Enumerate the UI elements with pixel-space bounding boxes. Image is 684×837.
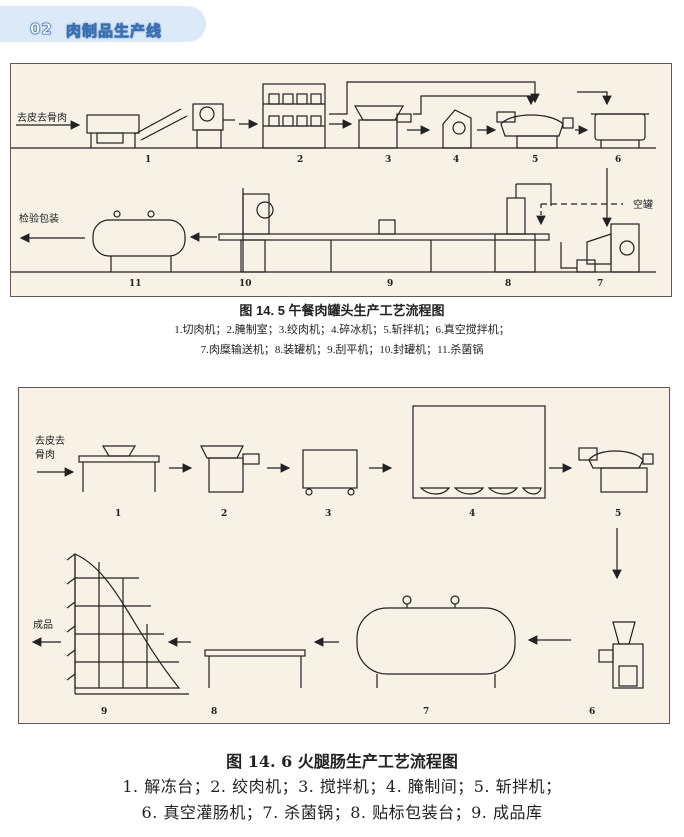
fig1-num-7: 7 (597, 279, 603, 289)
section-tab: 02 肉制品生产线 (0, 6, 206, 42)
curing-room-icon (262, 83, 326, 149)
section-number: 02 (30, 20, 53, 39)
fig2-num-6: 6 (589, 707, 595, 717)
curing-room-icon (412, 405, 546, 499)
figure-2-caption: 图 14. 6 火腿肠生产工艺流程图 (226, 752, 458, 771)
figure-1-panel: 去皮去骨肉 检验包装 空罐 1 2 3 4 5 6 7 8 9 10 11 (10, 63, 672, 297)
filler-icon (494, 183, 552, 273)
fig1-output-label: 检验包装 (19, 212, 59, 225)
grinder-icon (353, 105, 412, 149)
fig2-output-label: 成品 (33, 619, 53, 631)
fig2-num-9: 9 (101, 707, 107, 717)
chopper-icon (578, 447, 654, 493)
figure-2-legend-line-1: 1. 解冻台；2. 绞肉机；3. 搅拌机；4. 腌制间；5. 斩拌机； (122, 777, 562, 796)
vacuum-filler-icon (598, 621, 644, 689)
chopper-icon (496, 111, 574, 149)
fig1-num-4: 4 (453, 155, 459, 165)
fig1-side-label: 空罐 (633, 198, 653, 211)
fig2-num-5: 5 (615, 509, 621, 519)
fig2-num-2: 2 (221, 509, 227, 519)
fig1-input-label: 去皮去骨肉 (17, 111, 67, 124)
fig1-num-5: 5 (532, 155, 538, 165)
fig1-num-9: 9 (387, 279, 393, 289)
packing-table-icon (204, 649, 306, 688)
sealer-icon (240, 188, 274, 273)
mixer-icon (302, 449, 358, 496)
fig2-num-7: 7 (423, 707, 429, 717)
figure-1-legend-line-1: 1.切肉机；2.腌制室；3.绞肉机；4.碎冰机；5.斩拌机；6.真空搅拌机； (174, 324, 510, 336)
fig2-input-label-line-1: 去皮去 (35, 434, 65, 447)
conveyor-table (218, 233, 550, 241)
fig2-num-8: 8 (211, 707, 217, 717)
fig1-num-11: 11 (129, 279, 142, 289)
figure-1-legend-line-2: 7.肉糜输送机；8.装罐机；9.刮平机；10.封罐机；11.杀菌锅 (200, 344, 484, 356)
ice-crusher-icon (442, 109, 472, 149)
fig1-num-10: 10 (239, 279, 252, 289)
fig1-num-1: 1 (145, 155, 151, 165)
fig2-input-label-line-2: 骨肉 (35, 448, 55, 461)
mince-pump-icon (576, 223, 640, 273)
retort-icon (92, 210, 186, 272)
figure-1-caption: 图 14. 5 午餐肉罐头生产工艺流程图 (239, 303, 445, 318)
figure-2-diagram: 去皮去 骨肉 成品 1 2 3 4 5 6 7 8 9 (31, 405, 654, 717)
sterilizer-icon (356, 595, 516, 688)
fig2-num-4: 4 (469, 509, 475, 519)
fig1-num-3: 3 (385, 155, 391, 165)
meat-grinder-icon (200, 445, 260, 493)
scraper-icon (378, 219, 396, 235)
vacuum-mixer-icon (591, 113, 649, 148)
figure-1-diagram: 去皮去骨肉 检验包装 空罐 1 2 3 4 5 6 7 8 9 10 11 (11, 81, 656, 289)
fig2-num-3: 3 (325, 509, 331, 519)
section-title: 肉制品生产线 (66, 22, 163, 41)
figure-2-legend-line-2: 6. 真空灌肠机；7. 杀菌锅；8. 贴标包装台；9. 成品库 (141, 803, 543, 822)
warehouse-icon (66, 553, 189, 695)
fig2-num-1: 1 (115, 509, 121, 519)
fig1-num-8: 8 (505, 279, 511, 289)
fig1-num-6: 6 (615, 155, 621, 165)
cutting-machine-icon (86, 103, 235, 149)
fig1-num-2: 2 (297, 155, 303, 165)
thawing-table-icon (78, 445, 160, 492)
figure-2-panel: 去皮去 骨肉 成品 1 2 3 4 5 6 7 8 9 (18, 387, 670, 724)
